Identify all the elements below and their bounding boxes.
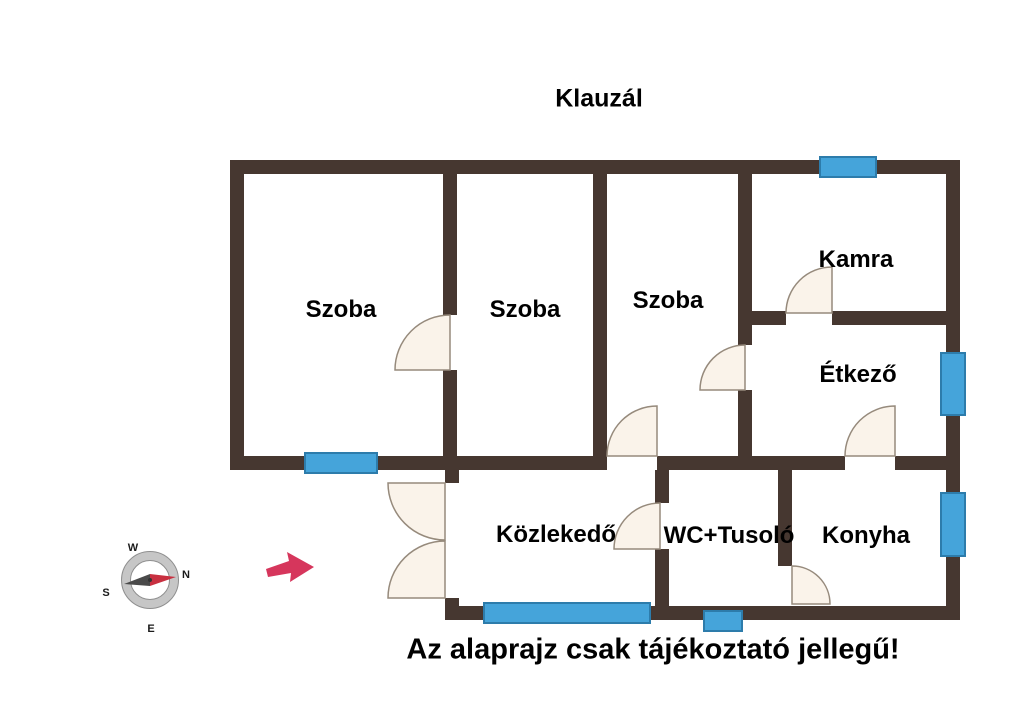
compass-ring-outer [121, 551, 179, 609]
wall-segment [655, 549, 669, 606]
door-arc [844, 405, 896, 457]
wall-segment [443, 160, 457, 315]
compass-needle-head [150, 574, 176, 586]
door-arc [606, 405, 658, 457]
room-label-konyha: Konyha [821, 522, 911, 549]
compass-letter-s: S [102, 587, 109, 599]
windows [304, 156, 966, 632]
compass-letter-e: E [147, 623, 154, 635]
entrance-door-leaf-bottom [387, 540, 446, 599]
page-title: Klauzál [555, 84, 643, 113]
window [483, 602, 651, 624]
wall-segment [230, 160, 244, 470]
room-label-etkezo: Étkező [819, 361, 897, 388]
window [304, 452, 378, 474]
room-label-szoba-1: Szoba [305, 296, 377, 323]
compass-letter-w: W [128, 542, 139, 554]
room-label-kozlekedo: Közlekedő [495, 521, 617, 548]
compass-rose-icon: W N S E [102, 542, 190, 635]
compass-letter-n: N [182, 569, 190, 581]
compass-ring-inner [130, 560, 170, 600]
wall-segment [778, 470, 792, 566]
room-label-szoba-2: Szoba [489, 296, 561, 323]
entrance-door-leaf-top [387, 482, 446, 541]
compass-pivot [148, 578, 152, 582]
wall-segment [593, 160, 607, 470]
door-arc [394, 314, 451, 371]
compass-needle-tail [124, 574, 150, 586]
window [940, 492, 966, 557]
doors [387, 266, 896, 605]
wall-segment [230, 456, 607, 470]
door-arc [791, 565, 831, 605]
window [940, 352, 966, 416]
wall-segment [738, 311, 786, 325]
door-arc [785, 266, 833, 314]
window [819, 156, 877, 178]
wall-segment [443, 370, 457, 470]
room-label-szoba-3: Szoba [632, 287, 704, 314]
wall-segment [738, 160, 752, 345]
door-arc [699, 344, 746, 391]
walls [230, 160, 960, 620]
wall-segment [895, 456, 960, 470]
entrance-arrow-icon [266, 552, 314, 582]
wall-segment [832, 311, 960, 325]
wall-segment [738, 390, 752, 470]
wall-segment [655, 470, 669, 503]
wall-segment [445, 470, 459, 483]
room-label-wc-tusolo: WC+Tusoló [663, 522, 795, 549]
window [703, 610, 743, 632]
disclaimer-text: Az alaprajz csak tájékoztató jellegű! [406, 633, 900, 666]
door-arc [613, 502, 661, 550]
room-label-kamra: Kamra [818, 246, 894, 273]
